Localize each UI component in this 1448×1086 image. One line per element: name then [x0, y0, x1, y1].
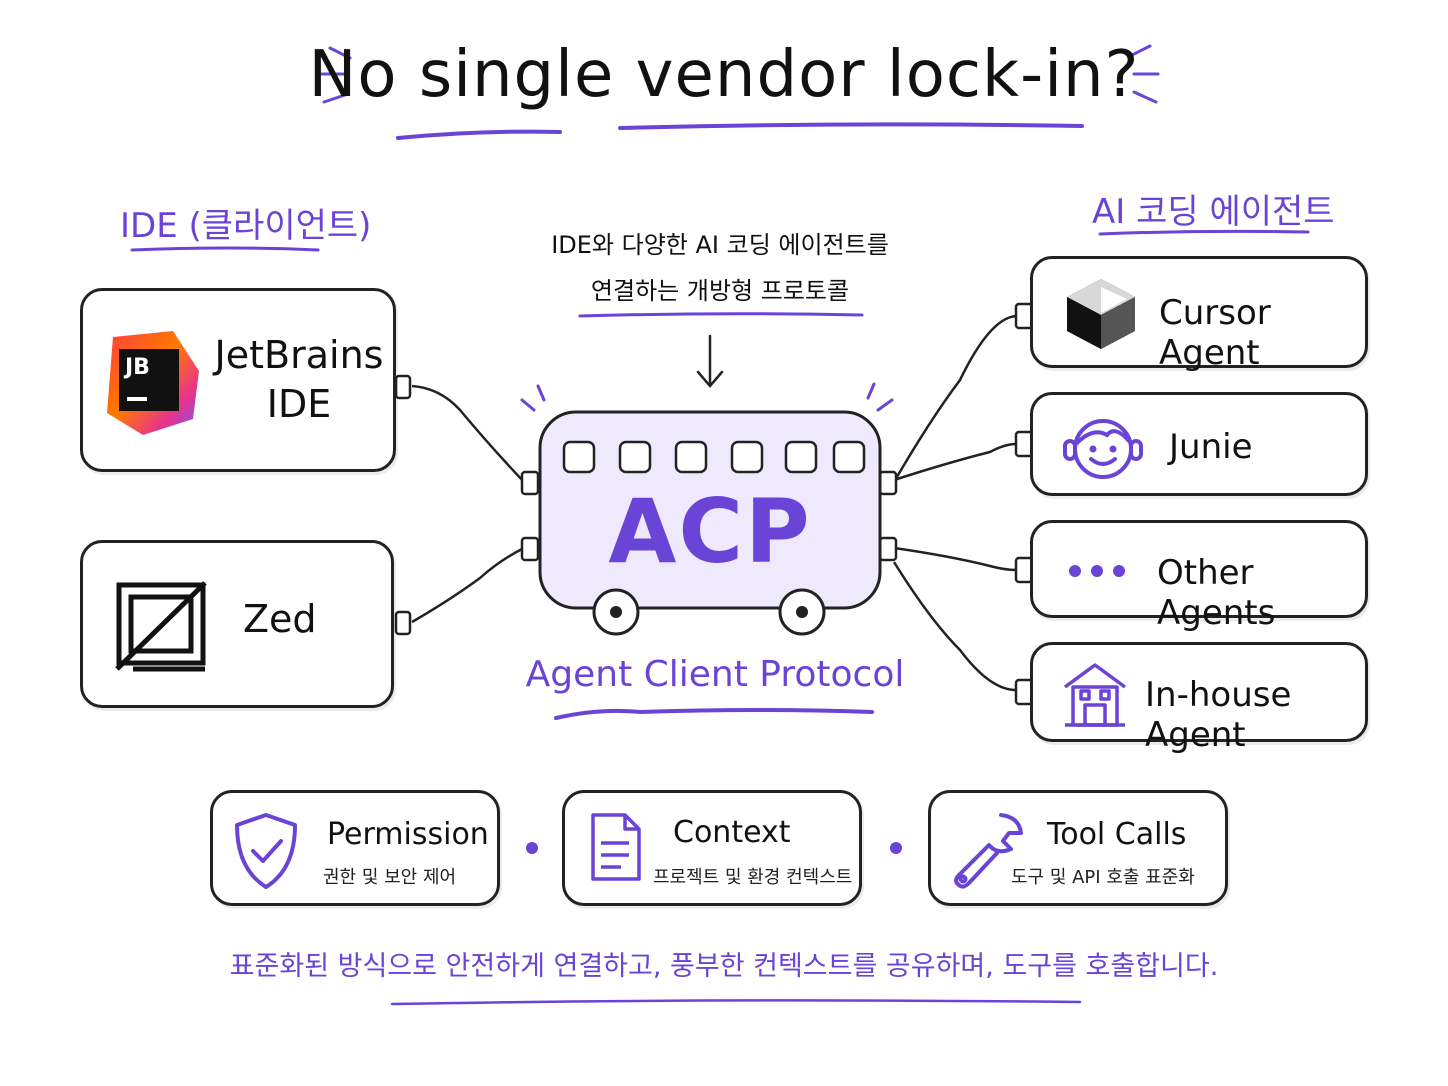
- feature-card-permission[interactable]: Permission 권한 및 보안 제어: [210, 790, 500, 906]
- title-sparkle-right: [1128, 44, 1160, 104]
- hub-name: ACP: [608, 480, 812, 583]
- feature-separator-dot: [890, 842, 902, 854]
- down-arrow-icon: [696, 334, 724, 388]
- ide-card-zed[interactable]: Zed: [80, 540, 394, 708]
- agent-card-cursor[interactable]: Cursor Agent: [1030, 256, 1368, 373]
- center-note-line-2: 연결하는 개방형 프로토콜: [590, 277, 850, 305]
- agent-card-other[interactable]: Other Agents: [1030, 520, 1368, 633]
- acp-bus-icon: [538, 410, 882, 636]
- center-note-line-1: IDE와 다양한 AI 코딩 에이전트를: [551, 231, 889, 259]
- feature-title-tool-calls: Tool Calls: [1047, 817, 1187, 852]
- feature-title-permission: Permission: [327, 817, 489, 852]
- center-note-underline: [578, 312, 864, 318]
- zed-logo-icon: [113, 579, 209, 675]
- ide-label-underline: [130, 246, 320, 252]
- center-note: IDE와 다양한 AI 코딩 에이전트를 연결하는 개방형 프로토콜: [500, 222, 940, 314]
- title-sparkle-left: [320, 46, 352, 104]
- agent-label-junie: Junie: [1169, 427, 1253, 467]
- feature-separator-dot: [526, 842, 538, 854]
- ide-card-jetbrains[interactable]: JB JetBrains IDE: [80, 288, 396, 472]
- ide-name-jetbrains: JetBrains IDE: [209, 331, 389, 430]
- smiling-face-icon: [1063, 413, 1143, 483]
- agent-label-cursor: Cursor Agent: [1159, 293, 1271, 373]
- ide-name-line-1: JetBrains: [214, 333, 384, 377]
- feature-subtitle-tool-calls: 도구 및 API 호출 표준화: [1011, 867, 1195, 888]
- page-title: No single vendor lock-in?: [308, 38, 1140, 112]
- bottom-note: 표준화된 방식으로 안전하게 연결하고, 풍부한 컨텍스트를 공유하며, 도구를…: [229, 951, 1219, 982]
- jetbrains-logo-text: JB: [125, 355, 150, 380]
- shield-check-icon: [233, 811, 299, 891]
- document-icon: [589, 811, 643, 883]
- connector-lines: [411, 314, 1017, 692]
- agents-section-label: AI 코딩 에이전트: [1092, 192, 1335, 232]
- agents-label-underline: [1098, 229, 1310, 236]
- title-underline: [396, 122, 1084, 140]
- ide-name-line-2: IDE: [266, 382, 332, 427]
- jetbrains-logo-icon: JB: [103, 329, 199, 437]
- cursor-cube-icon: [1065, 277, 1137, 351]
- bottom-note-underline: [390, 999, 1082, 1006]
- feature-subtitle-permission: 권한 및 보안 제어: [323, 867, 457, 888]
- agent-card-junie[interactable]: Junie: [1030, 392, 1368, 496]
- ellipsis-icon: [1067, 559, 1127, 583]
- feature-title-context: Context: [673, 815, 791, 850]
- feature-subtitle-context: 프로젝트 및 환경 컨텍스트: [653, 867, 853, 888]
- hub-caption-underline: [554, 708, 874, 720]
- agent-label-other: Other Agents: [1157, 553, 1276, 633]
- agent-label-inhouse: In-house Agent: [1145, 675, 1292, 755]
- hub-caption: Agent Client Protocol: [525, 654, 905, 695]
- building-icon: [1063, 661, 1127, 727]
- wrench-icon: [949, 809, 1025, 889]
- ide-name-zed: Zed: [243, 597, 317, 641]
- feature-card-tool-calls[interactable]: Tool Calls 도구 및 API 호출 표준화: [928, 790, 1228, 906]
- hub-sparkle-icon: [520, 382, 894, 412]
- agent-card-inhouse[interactable]: In-house Agent: [1030, 642, 1368, 755]
- feature-card-context[interactable]: Context 프로젝트 및 환경 컨텍스트: [562, 790, 862, 906]
- ide-section-label: IDE (클라이언트): [120, 206, 372, 246]
